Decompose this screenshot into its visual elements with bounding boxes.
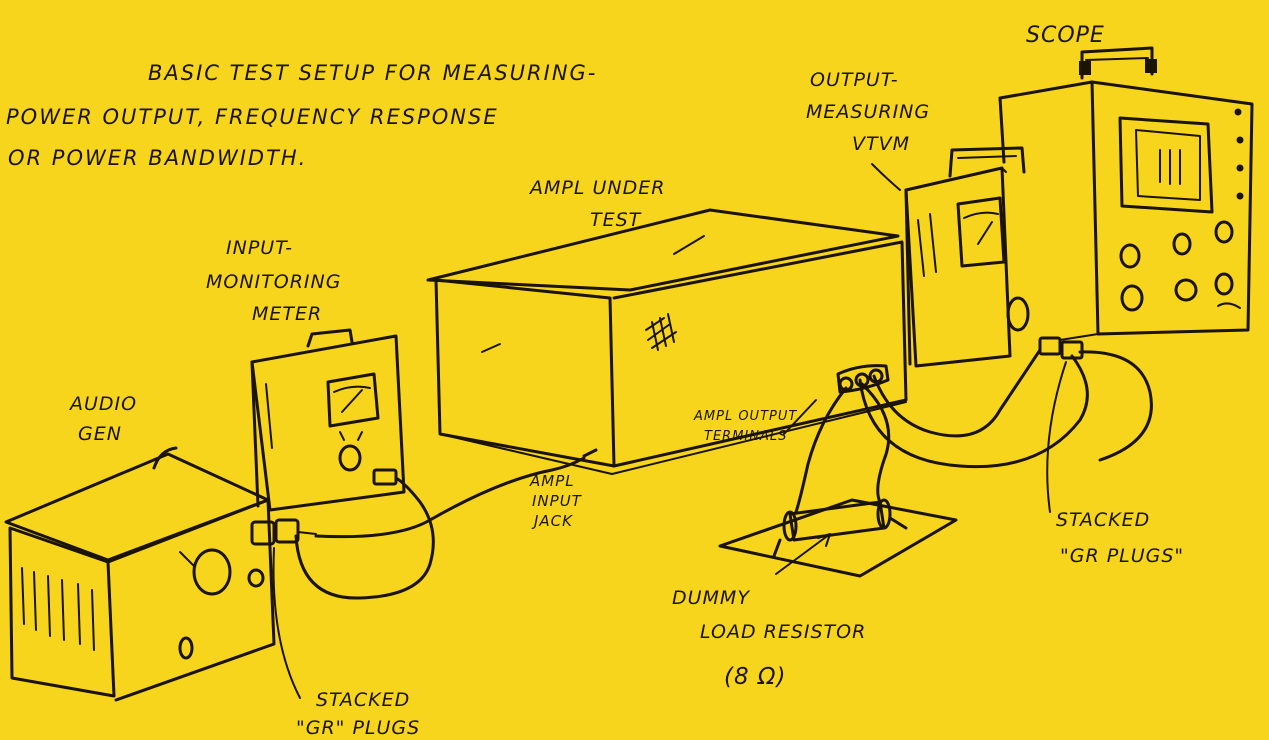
label-stacked-right-1: STACKED [1056, 509, 1150, 531]
label-output-meter-2: MEASURING [806, 101, 930, 123]
input-monitoring-meter: INPUT- MONITORING METER [206, 237, 404, 510]
dummy-load-resistor: AMPL OUTPUT TERMINALS DUMMY LOAD RESISTO… [672, 384, 956, 690]
oscilloscope: SCOPE [1000, 23, 1252, 340]
label-amp-under-test-2: TEST [590, 209, 642, 231]
label-dummy-load-1: DUMMY [672, 587, 750, 609]
label-output-terminals-1: AMPL OUTPUT [693, 409, 797, 424]
label-input-meter-3: METER [252, 303, 322, 325]
label-stacked-right-2: "GR PLUGS" [1060, 545, 1184, 567]
label-audio-gen-2: GEN [78, 423, 122, 445]
label-scope: SCOPE [1026, 23, 1105, 48]
label-output-meter-3: VTVM [852, 133, 910, 155]
label-dummy-load-2: LOAD RESISTOR [700, 621, 866, 643]
caption-line-1: BASIC TEST SETUP FOR MEASURING- [148, 61, 597, 85]
cables [296, 338, 1151, 598]
audio-generator: AUDIO GEN [6, 393, 316, 700]
label-dummy-load-3: (8 Ω) [724, 664, 786, 690]
label-input-meter-1: INPUT- [226, 237, 293, 259]
label-audio-gen-1: AUDIO [68, 393, 137, 415]
output-vtvm: OUTPUT- MEASURING VTVM [806, 69, 1028, 366]
caption: BASIC TEST SETUP FOR MEASURING- POWER OU… [6, 61, 597, 170]
amplifier-under-test: AMPL UNDER TEST [428, 177, 906, 474]
label-amp-under-test-1: AMPL UNDER [528, 177, 665, 199]
label-stacked-left-1: STACKED [316, 689, 410, 711]
label-output-terminals-2: TERMINALS [704, 429, 787, 444]
label-input-meter-2: MONITORING [206, 271, 341, 293]
label-input-jack-1: AMPL [529, 472, 575, 490]
label-output-meter-1: OUTPUT- [810, 69, 899, 91]
label-stacked-left-2: "GR" PLUGS [296, 717, 420, 739]
caption-line-3: OR POWER BANDWIDTH. [8, 146, 307, 170]
label-input-jack-2: INPUT [532, 492, 583, 510]
caption-line-2: POWER OUTPUT, FREQUENCY RESPONSE [6, 105, 499, 129]
label-input-jack-3: JACK [531, 512, 573, 530]
